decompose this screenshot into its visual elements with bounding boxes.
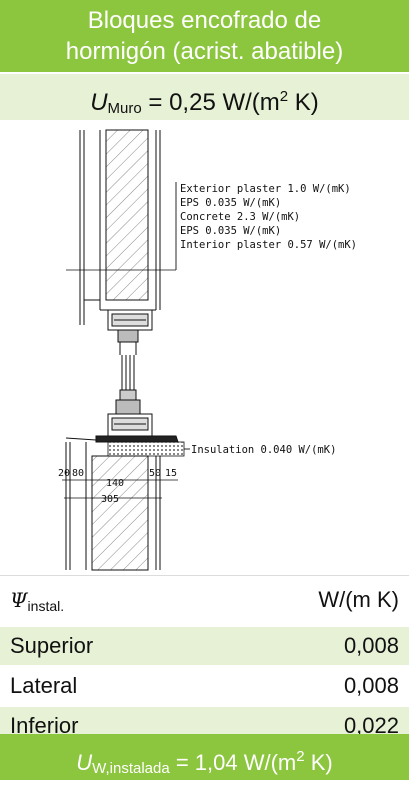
lower-wall	[65, 442, 161, 571]
uw-closing: K)	[304, 750, 333, 775]
layer-label-2: EPS 0.035 W/(mK)	[180, 197, 281, 209]
row-value: 0,008	[343, 673, 399, 698]
dim-20: 20	[58, 468, 70, 479]
u-closing: K)	[288, 89, 319, 116]
layer-label-1: Exterior plaster 1.0 W/(mK)	[180, 183, 351, 195]
uw-subscript: W,instalada	[92, 760, 170, 777]
dim-305: 305	[101, 494, 119, 505]
layer-label-5: Interior plaster 0.57 W/(mK)	[180, 239, 357, 251]
section-drawing: Exterior plaster 1.0 W/(mK) EPS 0.035 W/…	[0, 120, 409, 576]
row-label: Superior	[10, 633, 94, 658]
row-label: Lateral	[10, 673, 78, 698]
dim-15: 15	[165, 468, 177, 479]
psi-symbol-wrap: Ψinstal.	[10, 587, 64, 614]
u-subscript: Muro	[107, 100, 142, 117]
uw-value: = 1,04 W/(m	[169, 750, 297, 775]
divider	[0, 72, 409, 74]
insulation-label: Insulation 0.040 W/(mK)	[191, 444, 336, 456]
psi-row-superior: Superior 0,008	[0, 625, 409, 665]
layer-label-3: Concrete 2.3 W/(mK)	[180, 211, 300, 223]
dim-50: 50	[149, 468, 161, 479]
header: Bloques encofrado de hormigón (acrist. a…	[0, 0, 409, 72]
dim-140: 140	[106, 478, 124, 489]
dim-80: 80	[72, 468, 84, 479]
uw-symbol: U	[76, 750, 93, 775]
uw-exponent: 2	[296, 748, 305, 765]
installed-u-value: UW,instalada = 1,04 W/(m2 K)	[0, 734, 409, 780]
psi-header: Ψinstal. W/(m K)	[0, 576, 409, 625]
psi-row-lateral: Lateral 0,008	[0, 665, 409, 705]
psi-unit: W/(m K)	[318, 587, 399, 612]
dimension-lines	[62, 472, 178, 499]
upper-wall	[66, 129, 176, 325]
cad-section-svg: Exterior plaster 1.0 W/(mK) EPS 0.035 W/…	[58, 129, 357, 571]
psi-symbol: Ψ	[10, 587, 28, 612]
insulation-strip	[107, 441, 185, 457]
window-head-frame	[107, 309, 153, 355]
u-symbol: U	[90, 89, 108, 116]
title-line-2: hormigón (acrist. abatible)	[65, 38, 344, 65]
wall-u-value: UMuro = 0,25 W/(m2 K)	[0, 74, 409, 120]
u-exponent: 2	[279, 88, 289, 105]
u-value: = 0,25 W/(m	[141, 89, 280, 116]
layer-label-4: EPS 0.035 W/(mK)	[180, 225, 281, 237]
row-label: Inferior	[10, 713, 79, 738]
window-sill-frame	[65, 399, 179, 443]
row-value: 0,008	[343, 633, 399, 658]
glazing	[119, 355, 137, 401]
title-line-1: Bloques encofrado de	[87, 7, 322, 34]
psi-subscript: instal.	[27, 597, 65, 614]
row-value: 0,022	[343, 713, 399, 738]
